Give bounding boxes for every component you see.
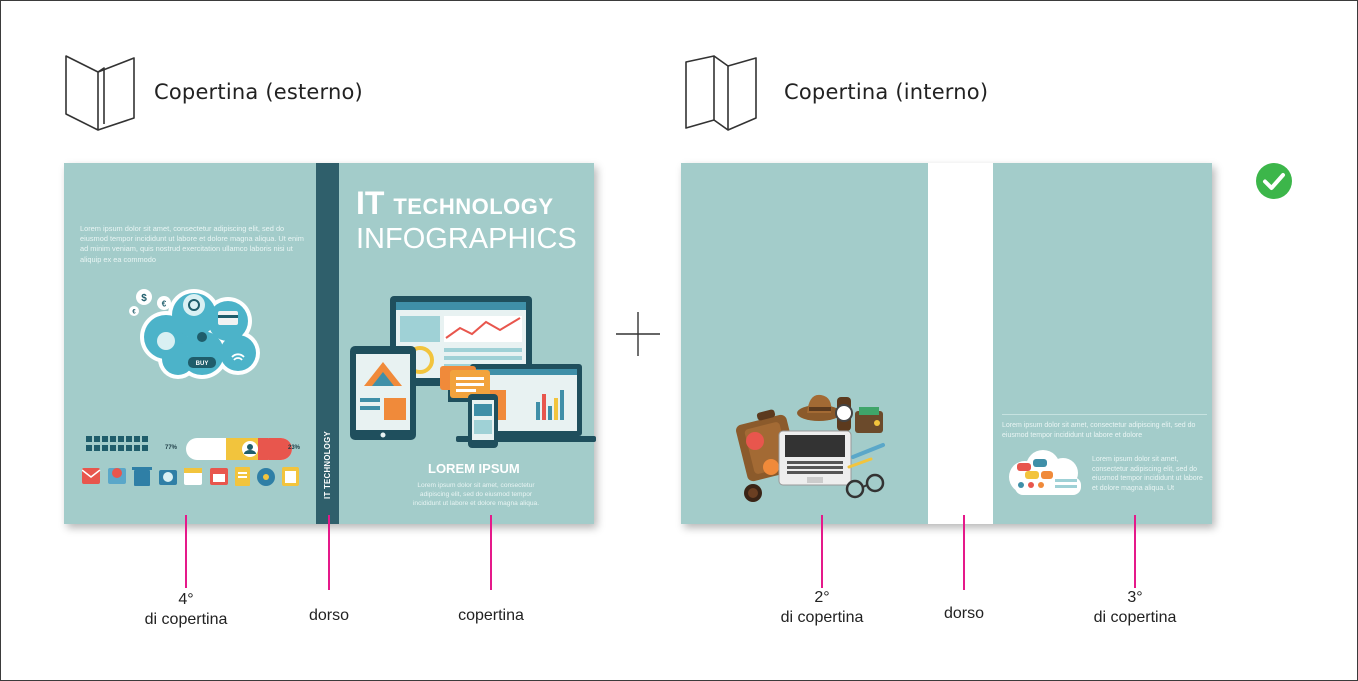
label-inner-left-text: di copertina: [780, 608, 864, 626]
percent-right: 23%: [288, 445, 301, 451]
label-inner-left-num: 2°: [814, 589, 830, 606]
percentage-bar: [186, 438, 292, 460]
front-lorem-heading: LOREM IPSUM: [428, 461, 520, 476]
front-title-line1: IT TECHNOLOGY: [356, 185, 554, 221]
folded-book-icon: [685, 55, 757, 131]
inner-cover: Lorem ipsum dolor sit amet, consectetur …: [681, 163, 1212, 524]
inner-spine: [928, 163, 993, 524]
svg-text:$: $: [141, 293, 147, 304]
front-title-line2: INFOGRAPHICS: [356, 223, 577, 255]
percent-left: 77%: [165, 445, 178, 451]
label-front-cover: copertina: [458, 607, 524, 624]
app-icons-row: [82, 467, 299, 486]
label-inner-spine: dorso: [943, 605, 985, 622]
inner-right-text-1: Lorem ipsum dolor sit amet, consectetur …: [1002, 422, 1196, 439]
pointer-line-inner-left: [821, 515, 823, 588]
section-title-inner: Copertina (interno): [784, 80, 989, 104]
outer-cover: Lorem ipsum dolor sit amet, consectetur …: [64, 163, 596, 524]
inner-right-text-2: Lorem ipsum dolor sit amet, consectetur …: [1092, 456, 1203, 492]
pointer-line-outer-spine: [328, 515, 330, 590]
check-circle-icon: [1256, 163, 1292, 199]
pointer-line-back-cover: [185, 515, 187, 588]
travel-illustration: [736, 394, 885, 502]
spine-text: IT TECHNOLOGY: [323, 430, 332, 499]
label-inner-left: 2° di copertina: [752, 588, 892, 627]
pointer-line-inner-spine: [963, 515, 965, 590]
back-cover-text: Lorem ipsum dolor sit amet, consectetur …: [80, 224, 304, 264]
label-inner-right: 3° di copertina: [1065, 588, 1205, 627]
label-back-cover-text: di copertina: [144, 610, 228, 628]
plus-icon: [616, 312, 660, 356]
icon-grid: [86, 436, 148, 451]
pointer-line-inner-right: [1134, 515, 1136, 588]
svg-text:€: €: [162, 300, 167, 309]
front-cover-text: Lorem ipsum dolor sit amet, consectetur …: [412, 482, 540, 508]
label-back-cover: 4° di copertina: [116, 590, 256, 629]
cloud-chat-illustration: [1009, 450, 1081, 495]
devices-illustration: [350, 296, 596, 448]
open-book-icon: [65, 55, 135, 131]
cloud-infographic: BUY $ € €: [129, 289, 260, 379]
label-outer-spine: dorso: [308, 607, 350, 624]
label-inner-right-num: 3°: [1127, 589, 1143, 606]
inner-divider: [1002, 414, 1207, 415]
outer-spine: [316, 163, 339, 524]
svg-text:€: €: [132, 310, 136, 316]
section-title-outer: Copertina (esterno): [154, 80, 363, 104]
label-inner-right-text: di copertina: [1093, 608, 1177, 626]
label-back-cover-num: 4°: [178, 591, 194, 608]
pointer-line-front-cover: [490, 515, 492, 590]
buy-label: BUY: [196, 361, 209, 367]
